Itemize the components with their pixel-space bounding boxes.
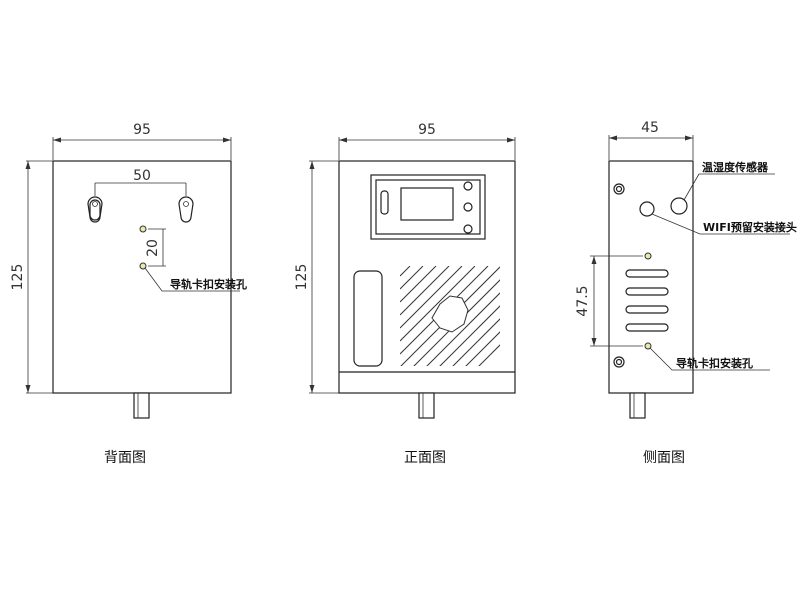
side-view: 45 温湿度传感器 WIFI预留安装接头 47.5 导轨卡扣 — [575, 120, 797, 466]
lcd-screen — [400, 187, 454, 221]
wifi-note: WIFI预留安装接头 — [703, 220, 797, 234]
back-enclosure — [52, 160, 232, 394]
side-vent-slot-2 — [625, 287, 669, 296]
front-button-3 — [463, 224, 473, 234]
side-screw-top — [613, 183, 625, 195]
back-probe — [133, 392, 150, 419]
wifi-connector-port — [639, 201, 655, 217]
side-view-caption: 侧面图 — [643, 450, 685, 466]
front-height-label: 125 — [294, 264, 310, 291]
display-panel — [370, 174, 486, 240]
back-rail-hole-bottom — [139, 262, 147, 270]
side-probe — [629, 392, 646, 419]
sensor-note: 温湿度传感器 — [702, 160, 769, 174]
front-window — [353, 270, 383, 367]
front-probe — [418, 392, 435, 419]
back-view: 95 125 50 20 导轨卡扣安装孔 背面图 — [10, 122, 247, 466]
side-vent-slot-3 — [625, 305, 669, 314]
front-view: 95 125 — [294, 122, 516, 466]
front-button-1 — [463, 181, 473, 191]
back-rail-hole-note: 导轨卡扣安装孔 — [170, 277, 247, 291]
side-vent-slot-4 — [625, 323, 669, 332]
side-vent-slot-1 — [625, 269, 669, 278]
side-width-label: 45 — [641, 120, 659, 136]
back-width-label: 95 — [133, 122, 151, 138]
right-keyhole-slot — [178, 196, 194, 223]
vent-center-hub — [431, 295, 469, 333]
front-view-caption: 正面图 — [404, 450, 446, 466]
front-enclosure — [338, 160, 516, 394]
left-keyhole-slot — [89, 199, 101, 221]
rail-hole-spacing-label: 20 — [145, 239, 161, 257]
back-rail-hole-top — [139, 225, 147, 233]
humidity-sensor-port — [670, 197, 688, 215]
status-led-slot — [380, 190, 389, 215]
hook-spacing-label: 50 — [133, 168, 151, 184]
side-rail-hole-top — [644, 252, 652, 260]
side-screw-bottom — [613, 356, 625, 368]
side-rail-hole-note: 导轨卡扣安装孔 — [676, 356, 753, 370]
back-view-caption: 背面图 — [104, 450, 146, 466]
front-button-2 — [463, 202, 473, 212]
side-rail-hole-bottom — [644, 342, 652, 350]
front-width-label: 95 — [418, 122, 436, 138]
vent-grille — [400, 266, 500, 366]
side-hole-spacing-label: 47.5 — [575, 285, 591, 316]
back-height-label: 125 — [10, 264, 26, 291]
